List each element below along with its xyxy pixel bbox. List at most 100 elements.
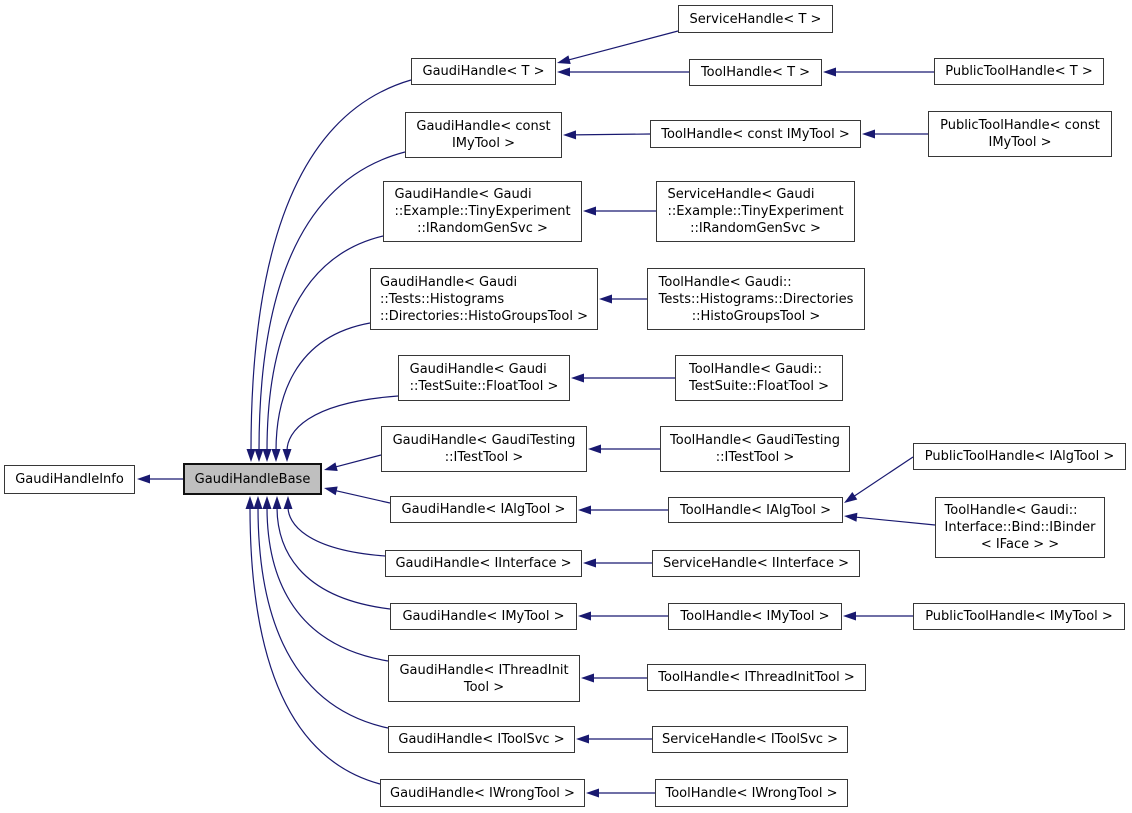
node-gaudi-handle-histogroupstool[interactable]: GaudiHandle< Gaudi::Tests::Histograms::D… [370,268,598,330]
node-tool-handle-ibinder-iface[interactable]: ToolHandle< Gaudi::Interface::Bind::IBin… [935,497,1105,558]
node-label: ToolHandle< IWrongTool > [665,785,837,802]
edge-gaudi-handle-itoolsvc--gaudi-handle-base [253,496,389,729]
node-gaudi-handle-iinterface[interactable]: GaudiHandle< IInterface > [385,550,582,577]
node-tool-handle-iwrongtool[interactable]: ToolHandle< IWrongTool > [655,779,848,807]
arrowhead [563,130,577,140]
arrowhead [283,496,293,509]
edge-tool-handle-ialgtool--gaudi-handle-ialgtool [578,505,668,515]
node-label-line: GaudiHandle< IMyTool > [402,609,565,624]
edge-tool-handle-ibinder-iface--tool-handle-ialgtool [844,512,936,526]
arrowhead [588,444,601,454]
node-tool-handle-ialgtool[interactable]: ToolHandle< IAlgTool > [668,497,843,523]
node-label-line: ServiceHandle< IToolSvc > [661,732,839,747]
node-service-handle-iinterface[interactable]: ServiceHandle< IInterface > [652,550,860,577]
node-label: ToolHandle< T > [701,64,810,81]
node-label-line: ToolHandle< GaudiTesting [670,433,840,448]
node-label: GaudiHandleBase [195,471,311,488]
edge-gaudi-handle-ithreadinittool--gaudi-handle-base [262,496,389,662]
node-label-line: ToolHandle< IThreadInitTool > [658,670,855,685]
node-tool-handle-histogroupstool[interactable]: ToolHandle< Gaudi::Tests::Histograms::Di… [647,268,865,330]
arrowhead [137,474,150,484]
node-label: GaudiHandle< IWrongTool > [390,785,575,802]
node-public-tool-handle-imytool[interactable]: PublicToolHandle< IMyTool > [913,603,1125,630]
node-label: GaudiHandle< T > [423,63,545,80]
arrowhead [581,673,594,683]
node-label: ToolHandle< IAlgTool > [680,502,831,519]
node-label-line: IMyTool > [988,135,1052,150]
node-gaudi-handle-info[interactable]: GaudiHandleInfo [4,465,135,494]
node-label-line: GaudiHandle< const [416,119,551,134]
node-label-line: ToolHandle< T > [700,65,811,80]
arrowhead [324,462,338,472]
node-tool-handle-floattool[interactable]: ToolHandle< Gaudi::TestSuite::FloatTool … [675,355,843,401]
node-tool-handle-const-imytool[interactable]: ToolHandle< const IMyTool > [650,120,861,148]
node-label: GaudiHandle< Gaudi::Tests::Histograms::D… [380,274,588,325]
node-tool-handle-itesttool[interactable]: ToolHandle< GaudiTesting::ITestTool > [660,426,850,472]
node-tool-handle-ithreadinittool[interactable]: ToolHandle< IThreadInitTool > [647,664,866,691]
node-label-line: GaudiHandle< IInterface > [395,556,572,571]
node-gaudi-handle-floattool[interactable]: GaudiHandle< Gaudi::TestSuite::FloatTool… [398,355,570,401]
node-service-handle-itoolsvc[interactable]: ServiceHandle< IToolSvc > [652,726,848,753]
edge-public-tool-handle-ialgtool--tool-handle-ialgtool [844,456,914,503]
node-label-line: GaudiHandleBase [194,471,311,487]
node-label-line: ToolHandle< IMyTool > [680,609,830,624]
node-label: ToolHandle< Gaudi::Interface::Bind::IBin… [945,502,1096,553]
node-label: GaudiHandle< GaudiTesting::ITestTool > [393,432,576,466]
node-public-tool-handle-ialgtool[interactable]: PublicToolHandle< IAlgTool > [913,443,1126,470]
node-label-line: < IFace > > [980,537,1060,552]
node-label-line: GaudiHandleInfo [15,472,124,487]
arrowhead [557,67,570,77]
node-gaudi-handle-imytool[interactable]: GaudiHandle< IMyTool > [390,603,577,630]
node-tool-handle-imytool[interactable]: ToolHandle< IMyTool > [668,603,842,630]
node-label-line: PublicToolHandle< IAlgTool > [924,449,1115,464]
edge-gaudi-handle-floattool--gaudi-handle-base [282,395,399,462]
edge-gaudi-handle-histogroupstool--gaudi-handle-base [271,322,371,462]
node-label-line: ::ITestTool > [715,450,795,465]
node-label: GaudiHandle< IToolSvc > [398,731,564,748]
node-gaudi-handle-base[interactable]: GaudiHandleBase [183,463,322,495]
node-label: ToolHandle< const IMyTool > [661,126,849,143]
node-label: ToolHandle< GaudiTesting::ITestTool > [670,432,840,466]
node-gaudi-handle-t[interactable]: GaudiHandle< T > [411,58,556,85]
node-public-tool-handle-t[interactable]: PublicToolHandle< T > [934,58,1104,85]
node-gaudi-handle-itoolsvc[interactable]: GaudiHandle< IToolSvc > [388,726,575,753]
node-label-line: ::Example::TinyExperiment [394,204,571,219]
node-label-line: GaudiHandle< IWrongTool > [390,785,575,801]
node-gaudi-handle-ialgtool[interactable]: GaudiHandle< IAlgTool > [390,496,577,523]
node-label: ServiceHandle< Gaudi::Example::TinyExper… [667,186,843,237]
edge-public-tool-handle-imytool--tool-handle-imytool [843,611,913,621]
node-service-handle-tinyexperiment-irandomgensvc[interactable]: ServiceHandle< Gaudi::Example::TinyExper… [656,181,855,242]
node-tool-handle-t[interactable]: ToolHandle< T > [689,59,822,86]
node-label-line: PublicToolHandle< T > [945,64,1093,79]
node-label-line: ::IRandomGenSvc > [417,221,548,236]
node-gaudi-handle-iwrongtool[interactable]: GaudiHandle< IWrongTool > [380,779,585,807]
arrowhead [254,449,264,462]
node-gaudi-handle-itesttool[interactable]: GaudiHandle< GaudiTesting::ITestTool > [381,426,587,472]
arrowhead [576,734,589,744]
node-label-line: GaudiHandle< IAlgTool > [401,502,566,517]
arrowhead [583,206,596,216]
node-label-line: GaudiHandle< IThreadInit [399,662,569,678]
edge-gaudi-handle-const-imytool--gaudi-handle-base [254,151,406,462]
edge-gaudi-handle-itesttool--gaudi-handle-base [324,454,382,472]
node-label: GaudiHandle< Gaudi::TestSuite::FloatTool… [410,361,559,395]
node-label-line: Interface::Bind::IBinder [944,520,1096,535]
node-gaudi-handle-tinyexperiment-irandomgensvc[interactable]: GaudiHandle< Gaudi::Example::TinyExperim… [383,181,582,242]
node-label-line: ToolHandle< Gaudi:: [944,503,1078,518]
node-label-line: ::Directories::HistoGroupsTool > [380,308,588,324]
edge-service-handle-itoolsvc--gaudi-handle-itoolsvc [576,734,652,744]
arrowhead [282,449,292,462]
node-label-line: GaudiHandle< IToolSvc > [398,732,565,747]
node-service-handle-t[interactable]: ServiceHandle< T > [678,5,833,33]
node-label-line: TestSuite::FloatTool > [689,379,829,394]
node-label-line: GaudiHandle< GaudiTesting [392,433,576,448]
edge-service-handle-iinterface--gaudi-handle-iinterface [583,558,652,568]
arrowhead [246,449,256,462]
